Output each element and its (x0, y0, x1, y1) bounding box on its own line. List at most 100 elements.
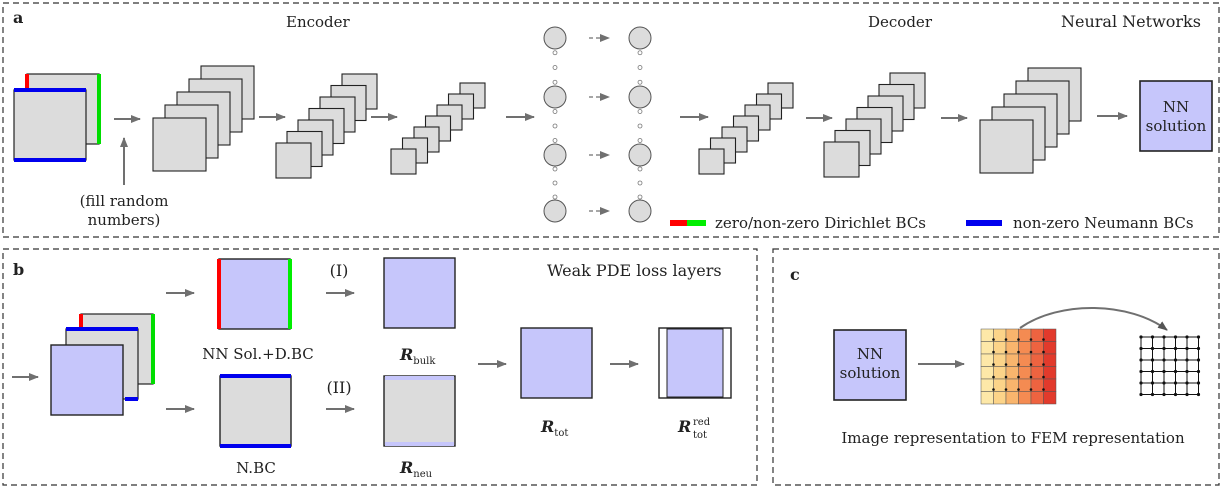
pixel-cell (1030, 378, 1044, 392)
pixel-node-dot (1042, 375, 1045, 379)
latent-ellipsis-dot (552, 166, 558, 172)
latent-ellipsis-dot (637, 138, 643, 143)
pixel-cell (980, 353, 994, 367)
pixel-node-dot (1042, 338, 1045, 341)
legend-neumann-label: non-zero Neumann BCs (1013, 214, 1194, 232)
pixel-node-dot (992, 388, 995, 391)
mesh-node (1173, 381, 1178, 385)
mesh-node (1196, 369, 1201, 374)
pixel-cell (993, 378, 1007, 392)
r-neu-sub: neu (413, 469, 432, 480)
pixel-cell (980, 378, 994, 392)
mesh-node (1196, 381, 1201, 385)
nn-solution-box-a: NN solution (1139, 80, 1213, 152)
pixel-cell (980, 391, 994, 405)
r-neu-symbol: R (399, 458, 413, 477)
fill-random-line2: numbers) (88, 211, 161, 229)
pixel-cell (993, 328, 1007, 342)
nn-sol-dbc-label: NN Sol.+D.BC (202, 345, 314, 363)
r-neu-label: Rneu (399, 458, 433, 480)
pixel-cell (993, 366, 1007, 380)
pixel-cell (1043, 328, 1057, 342)
latent-node-right (628, 26, 652, 50)
mesh-node (1139, 369, 1143, 374)
pixel-cell (1043, 366, 1057, 380)
latent-node-left (543, 85, 567, 109)
pixel-cell (1030, 353, 1044, 367)
r-bulk-symbol: R (399, 345, 413, 364)
nn-solution-a-line1: NN (1163, 98, 1189, 116)
panel-c-letter: c (790, 265, 800, 284)
feature-map (275, 142, 312, 179)
panel-b-title: Weak PDE loss layers (547, 261, 722, 280)
latent-node-left (543, 143, 567, 167)
pixel-cell (1005, 366, 1019, 380)
mesh-node (1150, 346, 1155, 351)
r-red-symbol: R (677, 417, 691, 436)
nn-solution-c-line1: NN (857, 345, 883, 363)
pixel-node-dot (1017, 350, 1020, 354)
latent-node-right (628, 199, 652, 223)
feature-map (823, 141, 860, 178)
pixel-cell (1018, 391, 1032, 405)
arrow-image-to-fem (1019, 307, 1168, 331)
pixel-cell (1043, 378, 1057, 392)
latent-ellipsis-dot (637, 194, 643, 200)
pixel-cell (993, 341, 1007, 355)
nbc-label: N.BC (236, 459, 276, 477)
mesh-node (1185, 392, 1189, 397)
mesh-node (1173, 346, 1178, 351)
r-tot-symbol: R (540, 417, 554, 436)
mesh-node (1150, 335, 1155, 339)
mesh-node (1150, 369, 1155, 374)
mesh-node (1196, 346, 1201, 351)
latent-node-right (628, 143, 652, 167)
latent-ellipsis-dot (552, 123, 558, 129)
pixel-cell (993, 391, 1007, 405)
latent-ellipsis-dot (552, 79, 558, 85)
r-tot-box (520, 327, 593, 399)
encoder-block-3 (390, 82, 486, 175)
latent-node-left (543, 199, 567, 223)
pixel-node-dot (1004, 388, 1008, 391)
mesh-node (1196, 392, 1201, 397)
pixel-node-dot (1004, 338, 1008, 341)
latent-ellipsis-dot (637, 123, 643, 129)
step-2-label: (II) (326, 378, 351, 397)
latent-node-right (628, 85, 652, 109)
panel-b: b Weak PDE loss layers NN Sol.+D.BC N.BC… (12, 257, 732, 480)
pixel-cell (1030, 391, 1044, 405)
r-bulk-box (383, 257, 456, 329)
nn-solution-c-line2: solution (840, 364, 901, 382)
feature-map (152, 117, 207, 172)
pixel-cell (1018, 341, 1032, 355)
decoder-block-3 (979, 67, 1082, 174)
pixel-cell (1018, 353, 1032, 367)
mesh-node (1173, 358, 1178, 362)
nn-solution-a-line2: solution (1146, 117, 1207, 135)
mesh-node (1162, 358, 1166, 362)
pixel-cell (1030, 341, 1044, 355)
pixel-cell (1005, 328, 1019, 342)
panel-b-border (2, 248, 758, 486)
nbc-box (219, 374, 292, 448)
mesh-node (1162, 392, 1166, 397)
mesh-node (1162, 369, 1166, 374)
r-red-label: R (677, 417, 691, 436)
pixel-node-dot (1017, 375, 1020, 379)
encoder-block-1 (152, 65, 255, 172)
mesh-node (1185, 381, 1189, 385)
mesh-node (1185, 335, 1189, 339)
pixel-node-dot (1017, 363, 1020, 366)
pixel-node-dot (1042, 388, 1045, 391)
latent-node-left (543, 26, 567, 50)
mesh-node (1139, 392, 1143, 397)
legend-dirichlet-label: zero/non-zero Dirichlet BCs (715, 214, 926, 232)
pixel-cell (980, 341, 994, 355)
pixel-cell (1030, 328, 1044, 342)
mesh-node (1162, 335, 1166, 339)
pixel-node-dot (1029, 388, 1033, 391)
pixel-node-dot (1029, 375, 1033, 379)
r-tot-label: Rtot (540, 417, 568, 439)
